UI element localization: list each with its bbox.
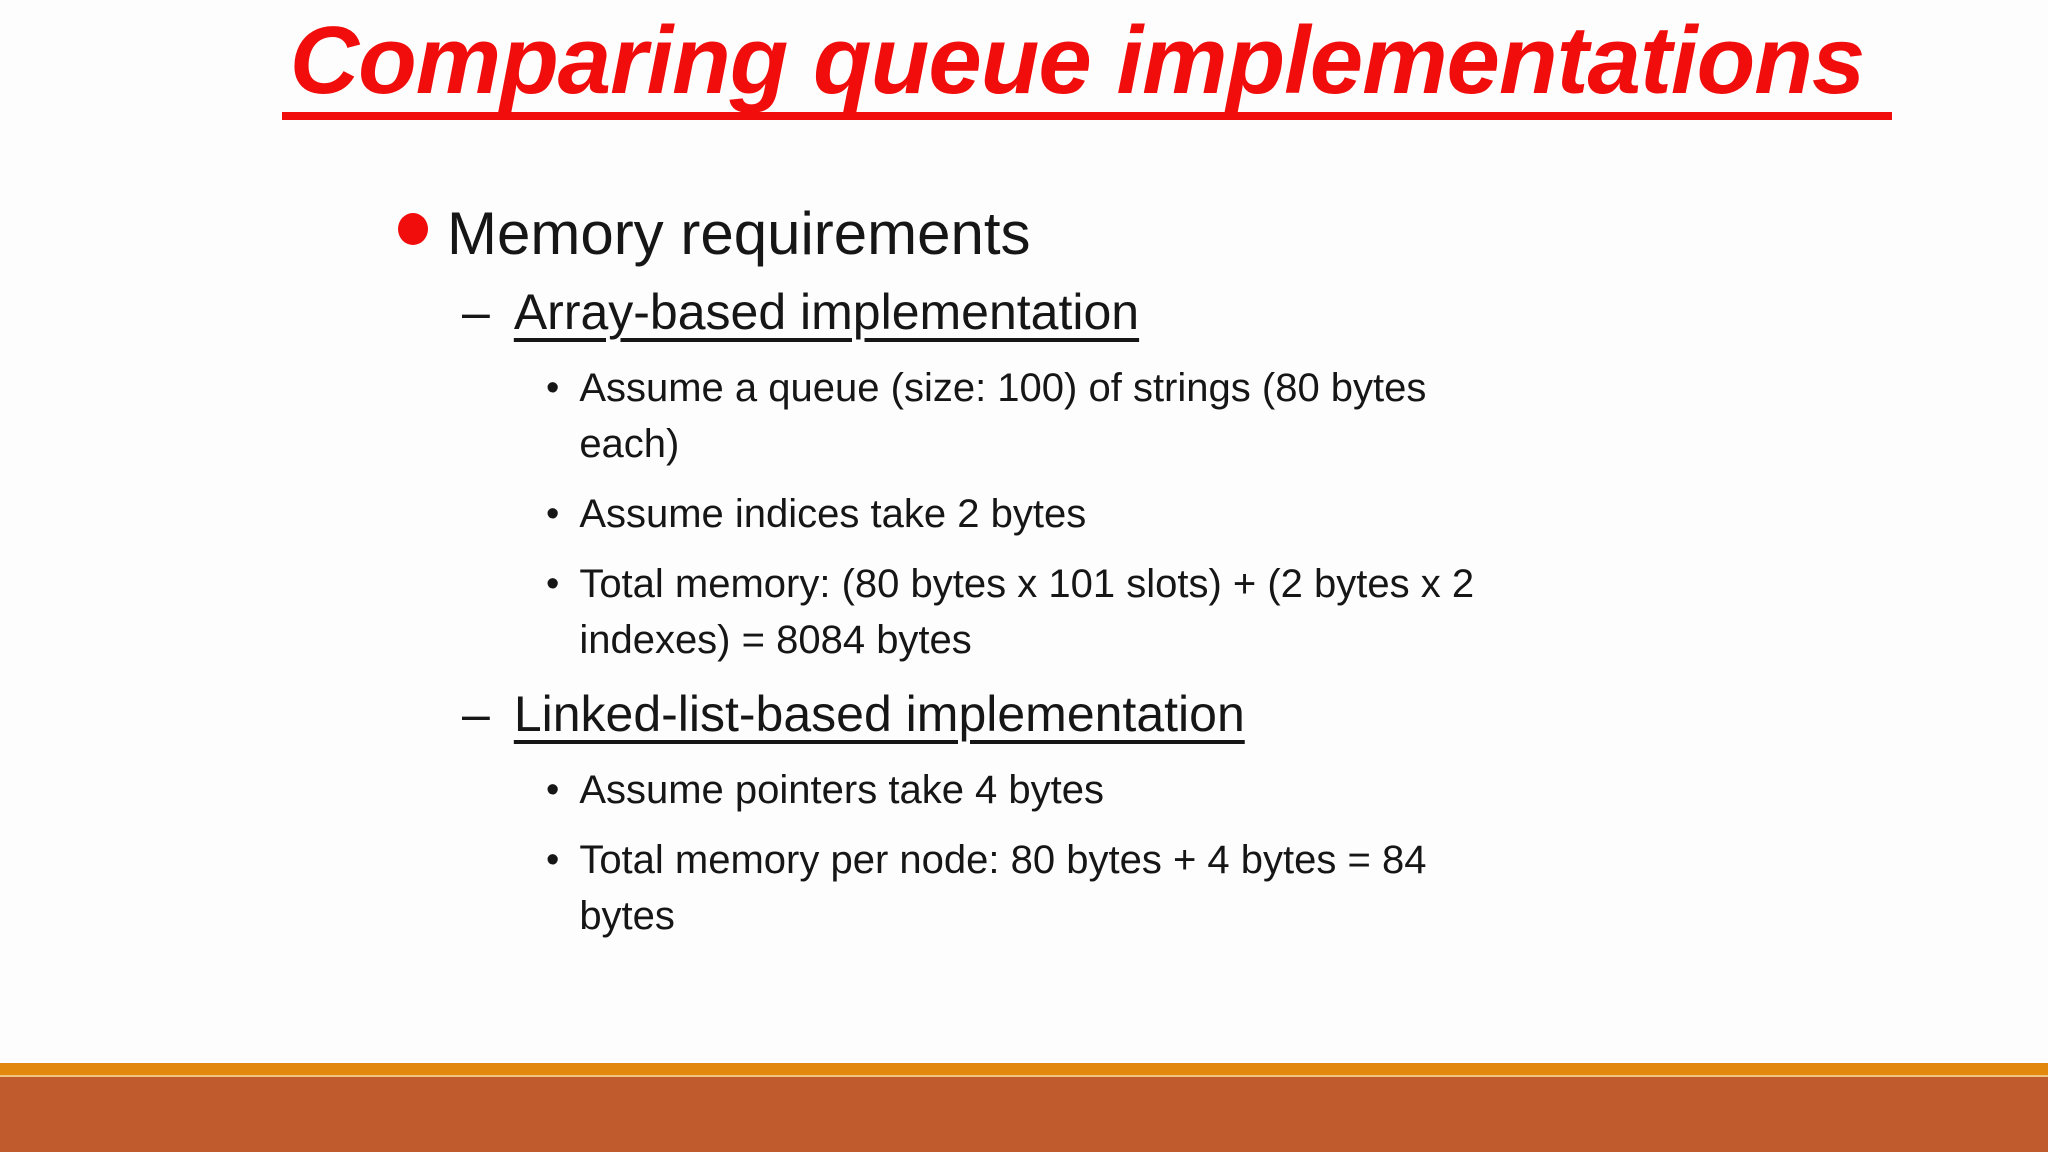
bullet-dot-icon: • <box>546 839 560 881</box>
list-item-array-heading: – Array-based implementation <box>462 280 2048 344</box>
dash-marker-icon: – <box>462 284 490 340</box>
list-item: • Assume pointers take 4 bytes <box>546 762 2048 818</box>
bullet-dot-icon: • <box>546 769 560 811</box>
list-item: • Assume a queue (size: 100) of strings … <box>546 360 2048 472</box>
footer-stripe <box>0 1063 2048 1077</box>
array-heading: Array-based implementation <box>513 284 1140 340</box>
array-item-queue-size: Assume a queue (size: 100) of strings (8… <box>579 366 1427 466</box>
linked-list-heading: Linked-list-based implementation <box>513 686 1245 742</box>
slide-title: Comparing queue implementations <box>281 10 1893 120</box>
linked-item-pointers: Assume pointers take 4 bytes <box>579 768 1105 812</box>
bullet-dot-icon: • <box>546 367 560 409</box>
level1-label: Memory requirements <box>447 200 1031 267</box>
list-item-linked-list-heading: – Linked-list-based implementation <box>462 682 2048 746</box>
list-item-memory-requirements: Memory requirements <box>398 198 2048 270</box>
bullet-dot-icon: • <box>546 493 560 535</box>
bullet-list: Memory requirements – Array-based implem… <box>0 198 2048 958</box>
list-item: • Total memory per node: 80 bytes + 4 by… <box>546 832 2048 944</box>
red-bullet-icon <box>398 213 428 245</box>
array-item-indices: Assume indices take 2 bytes <box>579 492 1087 536</box>
list-item: • Assume indices take 2 bytes <box>546 486 2048 542</box>
bullet-dot-icon: • <box>546 563 560 605</box>
linked-item-total-per-node: Total memory per node: 80 bytes + 4 byte… <box>579 838 1427 938</box>
footer-band <box>0 1077 2048 1152</box>
title-row: Comparing queue implementations <box>0 0 2048 120</box>
list-item: • Total memory: (80 bytes x 101 slots) +… <box>546 556 2048 668</box>
dash-marker-icon: – <box>462 686 490 742</box>
array-item-total-memory: Total memory: (80 bytes x 101 slots) + (… <box>579 562 1475 662</box>
